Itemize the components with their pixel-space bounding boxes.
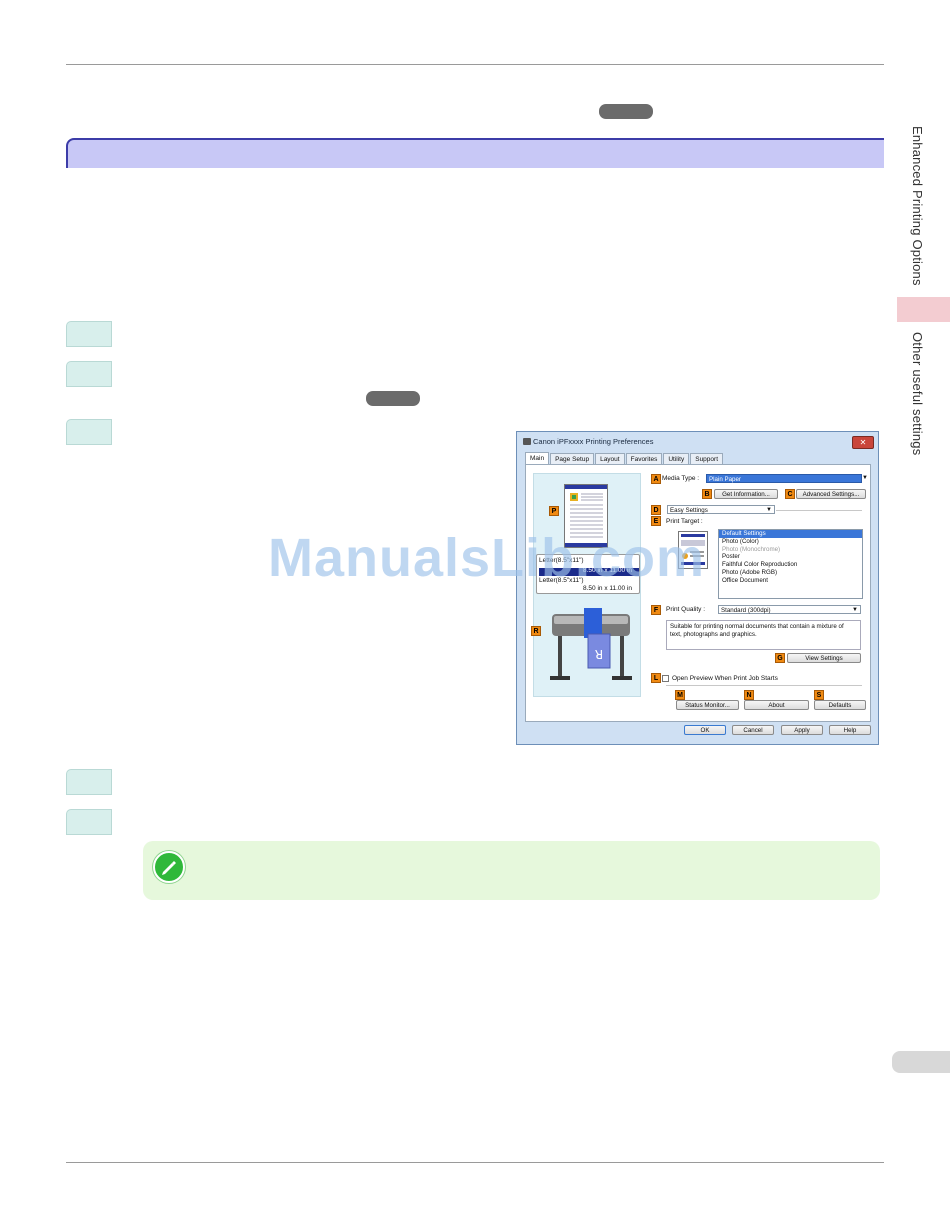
print-target-label: Print Target :	[666, 518, 703, 525]
media-type-dropdown-arrow[interactable]: ▼	[862, 474, 870, 483]
callout-n: N	[744, 690, 754, 700]
print-quality-select[interactable]: Standard (300dpi) ▼	[718, 605, 861, 614]
dialog-title: Canon iPFxxxx Printing Preferences	[533, 437, 654, 446]
section-heading-bar	[66, 138, 884, 168]
side-tab-enhanced-printing[interactable]: Enhanced Printing Options	[910, 126, 925, 286]
print-quality-label: Print Quality :	[666, 606, 706, 613]
defaults-button[interactable]: Defaults	[814, 700, 866, 710]
callout-d: D	[651, 505, 661, 515]
step-marker-2	[66, 361, 112, 387]
printer-illustration: R	[550, 608, 632, 680]
print-target-item[interactable]: Faithful Color Reproduction	[722, 561, 798, 569]
print-target-list[interactable]: Default Settings Photo (Color) Photo (Mo…	[718, 529, 863, 599]
help-button[interactable]: Help	[829, 725, 871, 735]
tab-support[interactable]: Support	[690, 453, 724, 465]
callout-m: M	[675, 690, 685, 700]
printing-preferences-dialog: Canon iPFxxxx Printing Preferences ✕ Mai…	[516, 431, 879, 745]
callout-p: P	[549, 506, 559, 516]
callout-f: F	[651, 605, 661, 615]
apply-button[interactable]: Apply	[781, 725, 823, 735]
get-information-button[interactable]: Get Information...	[714, 489, 778, 499]
watermark: ManualsLib.com	[268, 528, 706, 588]
paper-size-label-2: Letter(8.5"x11")	[539, 577, 584, 584]
mode-value: Easy Settings	[670, 507, 708, 514]
page-content-icon	[570, 493, 603, 538]
side-tab-other-settings[interactable]: Other useful settings	[910, 332, 925, 456]
tab-utility[interactable]: Utility	[663, 453, 690, 465]
status-monitor-button[interactable]: Status Monitor...	[676, 700, 739, 710]
paper-band	[539, 568, 639, 576]
print-quality-value: Standard (300dpi)	[721, 607, 771, 614]
group-divider	[776, 510, 862, 511]
open-preview-checkbox[interactable]	[662, 675, 669, 682]
step-marker-1	[66, 321, 112, 347]
paper-size-dims-1: 8.50 in x 11.00 in	[583, 567, 633, 574]
header-rule	[66, 64, 884, 65]
group-divider	[666, 685, 862, 686]
close-button[interactable]: ✕	[852, 436, 874, 449]
pencil-note-icon	[153, 851, 185, 883]
callout-r: R	[531, 626, 541, 636]
chevron-down-icon: ▼	[862, 475, 868, 481]
media-type-select[interactable]: Plain Paper	[706, 474, 862, 483]
chevron-down-icon: ▼	[766, 507, 772, 513]
callout-c: C	[785, 489, 795, 499]
print-target-item[interactable]: Default Settings	[719, 530, 862, 538]
svg-text:R: R	[595, 647, 603, 661]
advanced-settings-button[interactable]: Advanced Settings...	[796, 489, 866, 499]
media-type-value: Plain Paper	[709, 476, 741, 483]
page-reference-pill	[366, 391, 420, 406]
media-type-label: Media Type :	[662, 475, 700, 482]
view-settings-button[interactable]: View Settings	[787, 653, 861, 663]
open-preview-label: Open Preview When Print Job Starts	[672, 675, 778, 682]
step-marker-3	[66, 419, 112, 445]
cancel-button[interactable]: Cancel	[732, 725, 774, 735]
print-target-item[interactable]: Office Document	[722, 576, 768, 584]
footer-rule	[66, 1162, 884, 1163]
step-marker-4	[66, 769, 112, 795]
print-target-item[interactable]: Photo (Color)	[722, 537, 759, 545]
note-box	[143, 841, 880, 900]
ok-button[interactable]: OK	[684, 725, 726, 735]
printer-icon	[523, 438, 531, 445]
step-marker-5	[66, 809, 112, 835]
tab-favorites[interactable]: Favorites	[625, 453, 663, 465]
tab-bar: Main Page Setup Layout Favorites Utility…	[525, 452, 724, 465]
main-tab-panel: P Letter(8.5"x11") 8.50 in x 11.00 in Le…	[525, 464, 871, 722]
paper-size-info: Letter(8.5"x11") 8.50 in x 11.00 in Lett…	[536, 554, 640, 594]
tab-page-setup[interactable]: Page Setup	[550, 453, 595, 465]
print-target-thumbnail	[678, 531, 708, 569]
description-box: Suitable for printing normal documents t…	[666, 620, 861, 650]
print-target-item[interactable]: Photo (Adobe RGB)	[722, 568, 778, 576]
callout-e: E	[651, 516, 661, 526]
page-reference-pill	[599, 104, 653, 119]
mode-select[interactable]: Easy Settings ▼	[667, 505, 775, 514]
tab-main[interactable]: Main	[525, 452, 550, 465]
paper-size-dims-2: 8.50 in x 11.00 in	[583, 585, 633, 592]
tab-layout[interactable]: Layout	[595, 453, 625, 465]
callout-b: B	[702, 489, 712, 499]
page-number-tab	[892, 1051, 950, 1073]
about-button[interactable]: About	[744, 700, 809, 710]
callout-g: G	[775, 653, 785, 663]
description-text: Suitable for printing normal documents t…	[670, 623, 844, 638]
chevron-down-icon: ▼	[852, 607, 858, 613]
side-tab-active-marker	[897, 297, 950, 322]
paper-size-label-1: Letter(8.5"x11")	[539, 557, 584, 564]
print-target-item[interactable]: Poster	[722, 553, 740, 561]
callout-a: A	[651, 474, 661, 484]
print-target-item[interactable]: Photo (Monochrome)	[722, 545, 781, 553]
page-thumbnail	[564, 484, 608, 548]
callout-l: L	[651, 673, 661, 683]
preview-area: P Letter(8.5"x11") 8.50 in x 11.00 in Le…	[531, 473, 641, 697]
callout-s: S	[814, 690, 824, 700]
